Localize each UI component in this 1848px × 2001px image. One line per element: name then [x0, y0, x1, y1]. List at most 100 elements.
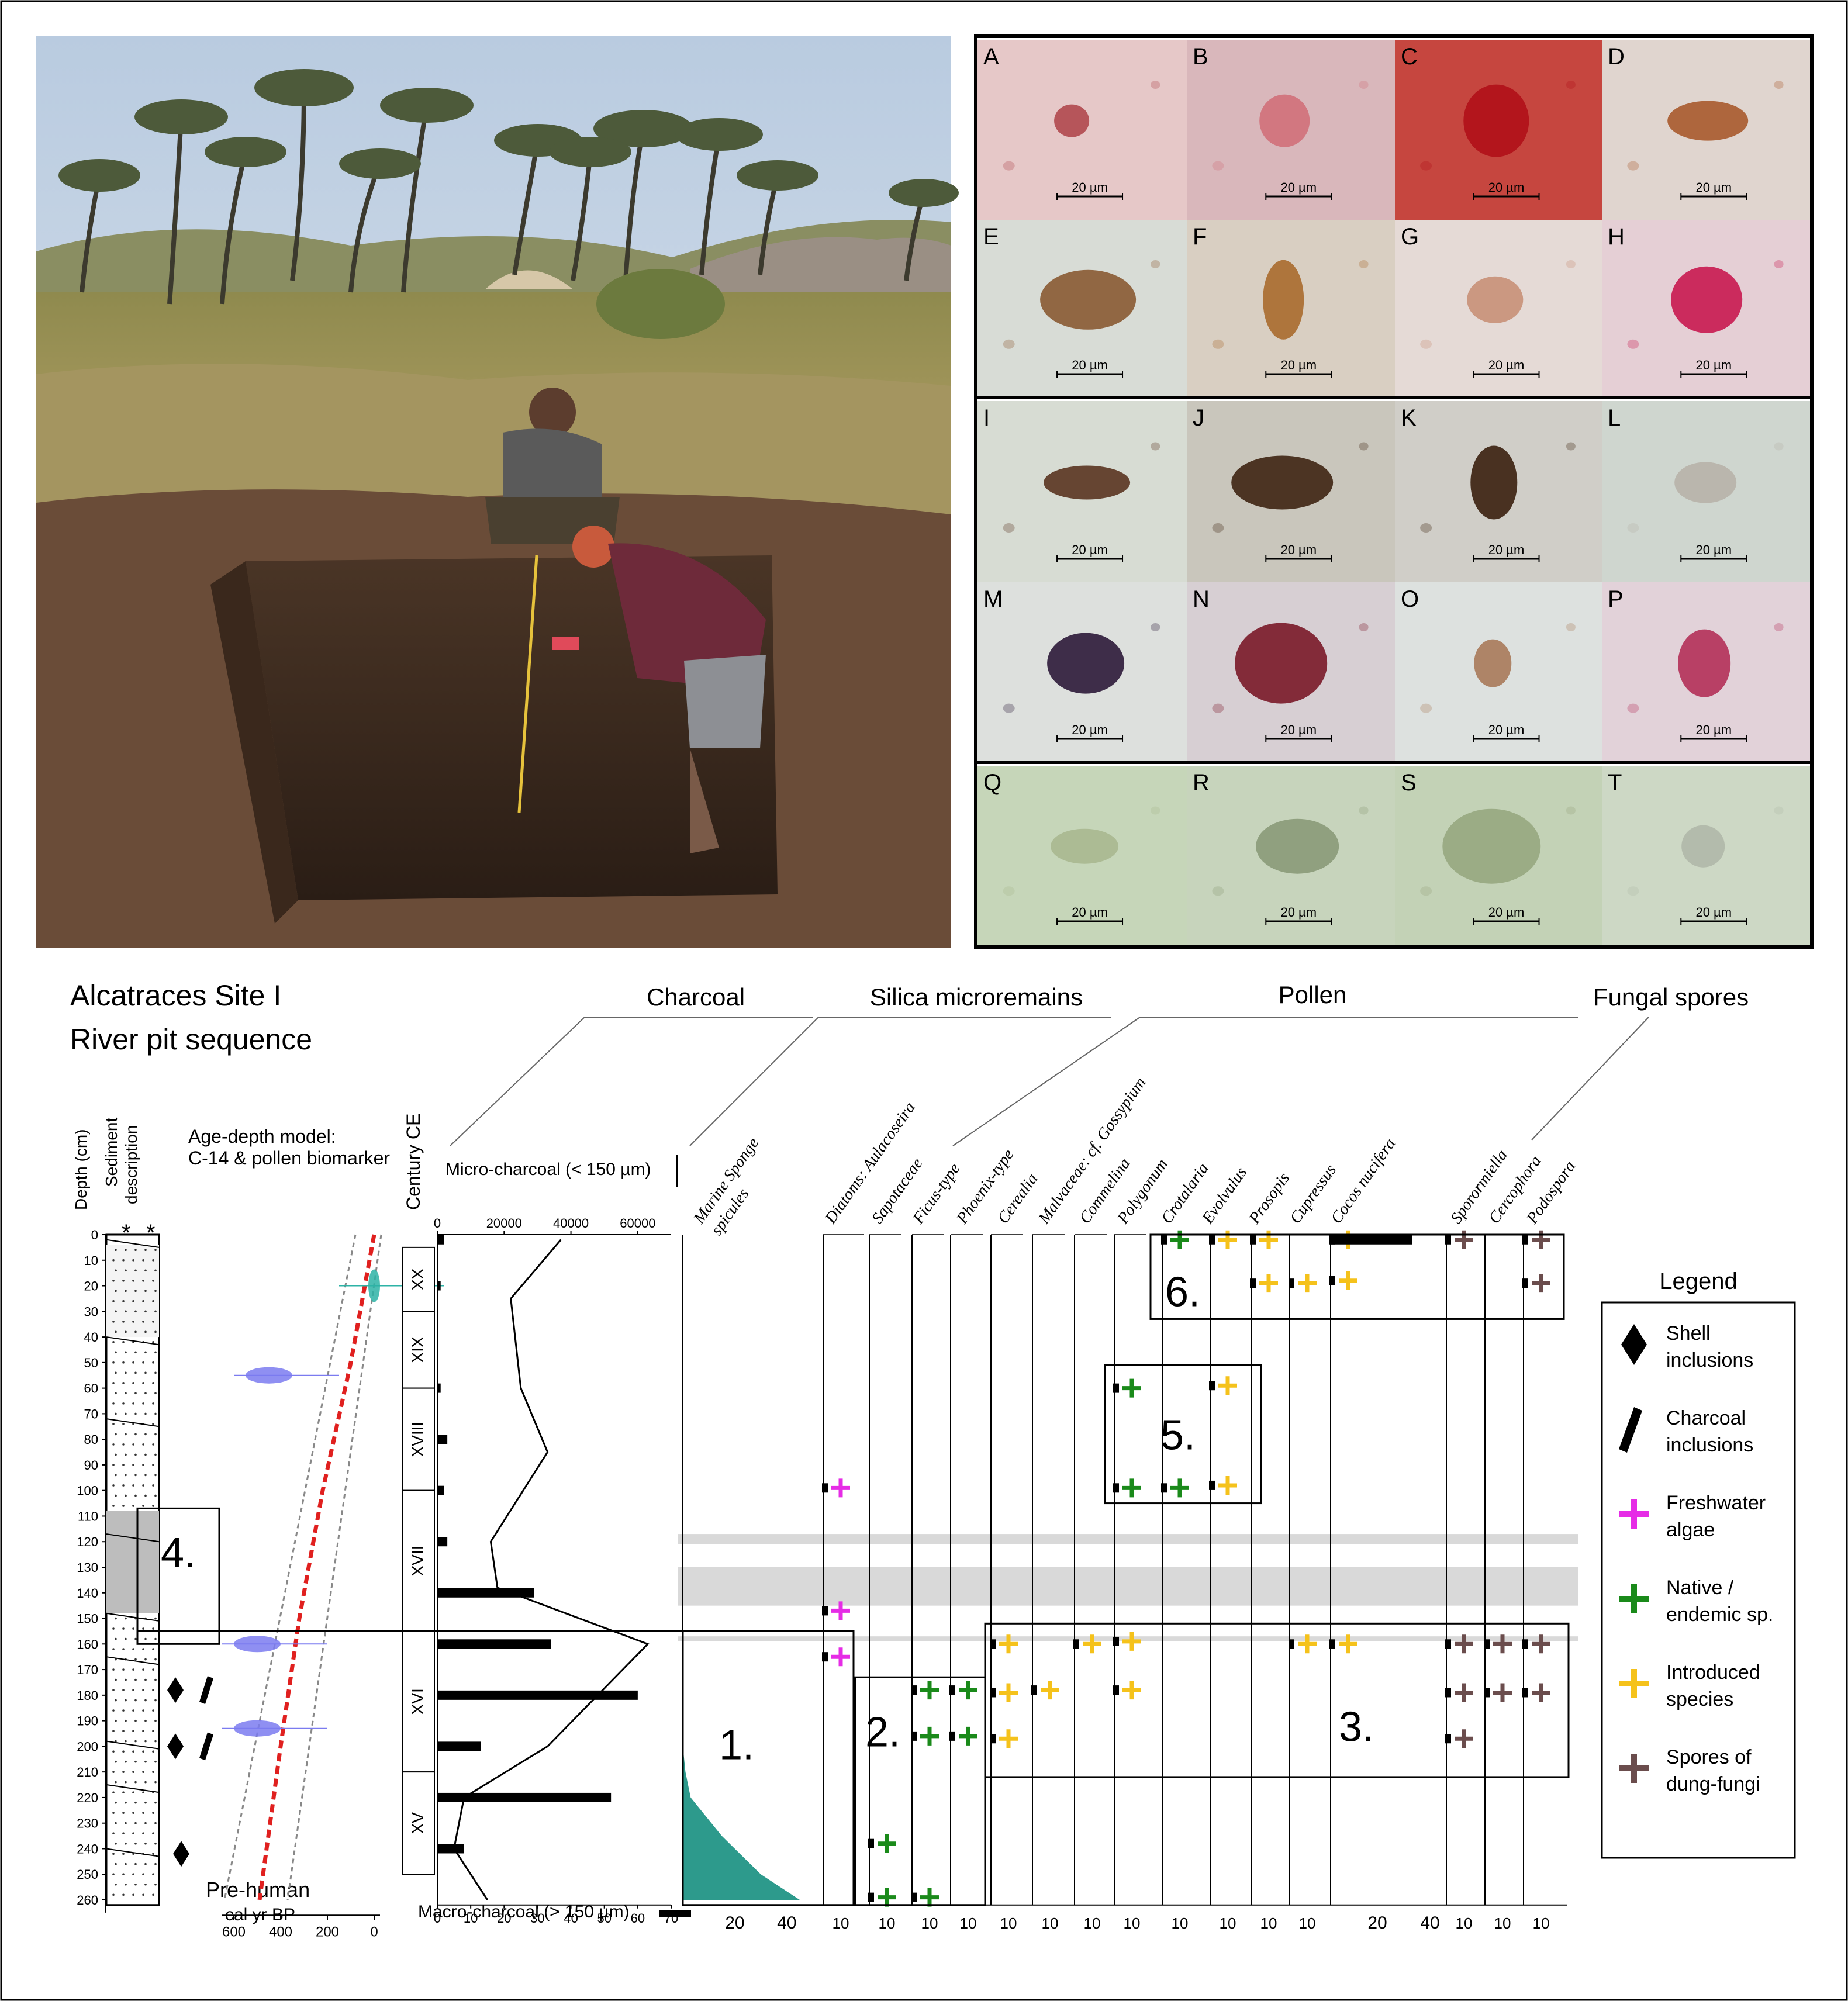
legend-label: endemic sp.	[1666, 1603, 1773, 1626]
sediment-dot	[122, 1873, 125, 1876]
depth-tick-label: 200	[77, 1739, 98, 1754]
micro-particle	[1003, 339, 1015, 349]
sediment-dot	[142, 1627, 144, 1630]
taxon-label: Cocos nucifera	[1327, 1135, 1399, 1227]
microcharcoal-tick-label: 0	[434, 1216, 441, 1231]
micro-particle	[1566, 442, 1576, 451]
scale-bar-label: 20 µm	[1280, 723, 1317, 737]
macrocharcoal-tick-label: 40	[564, 1911, 578, 1926]
sediment-dot	[152, 1832, 154, 1834]
sediment-dot	[115, 1781, 117, 1784]
sediment-dot	[152, 1873, 154, 1876]
plus-icon	[1170, 1230, 1189, 1249]
micro-object	[1474, 639, 1512, 687]
sediment-dot	[154, 1330, 157, 1333]
shell-icon	[173, 1841, 189, 1867]
micrograph-Q: Q20 µm	[977, 766, 1187, 945]
micro-particle	[1151, 260, 1160, 268]
century-label: Century CE	[403, 1114, 424, 1210]
macrocharcoal-tick-label: 0	[434, 1911, 441, 1926]
plus-icon	[920, 1888, 939, 1907]
depth-tick-label: 110	[78, 1509, 98, 1523]
inclusion-icons	[167, 1732, 213, 1761]
macrocharcoal-tick-label: 20	[497, 1911, 511, 1926]
sediment-dot	[144, 1433, 147, 1436]
presence-bar	[1073, 1639, 1079, 1649]
sediment-column: **	[105, 1220, 213, 1906]
scale-bar-label: 20 µm	[1488, 542, 1525, 557]
sediment-dot	[125, 1699, 127, 1702]
figure-title-line2: River pit sequence	[70, 1023, 312, 1056]
sediment-dot	[134, 1740, 137, 1743]
macrocharcoal-bar	[437, 1588, 534, 1598]
plus-icon	[959, 1726, 977, 1746]
micro-particle	[1359, 806, 1369, 815]
sediment-boundary	[106, 1612, 160, 1622]
depth-axis-label: Depth (cm)	[72, 1129, 90, 1210]
macrocharcoal-bar	[437, 1639, 551, 1649]
sediment-dot	[152, 1627, 154, 1630]
sediment-dot	[154, 1822, 157, 1824]
sediment-dot	[154, 1433, 157, 1436]
sediment-dot	[122, 1689, 125, 1691]
depth-tick-label: 230	[77, 1816, 98, 1831]
age-depth-median	[257, 1234, 376, 1900]
sediment-dot	[154, 1719, 157, 1722]
sediment-dot	[112, 1791, 115, 1793]
micro-object	[1671, 266, 1743, 333]
sediment-dot	[152, 1361, 154, 1364]
sediment-dot	[132, 1464, 134, 1466]
sediment-dot	[154, 1392, 157, 1395]
micrograph-B: B20 µm	[1187, 40, 1395, 220]
depth-tick-label: 10	[84, 1253, 98, 1268]
micro-particle	[1566, 623, 1576, 631]
presence-bar	[1209, 1381, 1215, 1391]
macrocharcoal-bar	[437, 1281, 441, 1291]
micrograph-label: Q	[983, 770, 1001, 796]
age-tick-label: 0	[370, 1924, 378, 1940]
plus-icon	[878, 1834, 896, 1853]
depth-tick-label: 260	[77, 1893, 98, 1907]
sediment-dot	[112, 1300, 115, 1302]
sediment-dot	[132, 1709, 134, 1712]
sediment-dot	[122, 1423, 125, 1425]
sediment-dot	[154, 1883, 157, 1886]
sediment-dot	[115, 1678, 117, 1681]
legend: LegendShellinclusionsCharcoalinclusionsF…	[1601, 1269, 1796, 1859]
sediment-dot	[132, 1321, 134, 1323]
micrograph-label: N	[1193, 586, 1210, 612]
micro-particle	[1359, 623, 1369, 631]
sediment-dot	[152, 1341, 154, 1343]
plus-icon	[1493, 1634, 1512, 1654]
macrocharcoal-tick-label: 50	[597, 1911, 611, 1926]
sediment-dot	[122, 1464, 125, 1466]
plus-icon	[1532, 1274, 1550, 1293]
cocos-bar	[1331, 1235, 1412, 1245]
sediment-dot	[122, 1791, 125, 1793]
zone-label: 3.	[1339, 1704, 1374, 1751]
sediment-dot	[122, 1321, 125, 1323]
micro-particle	[1420, 523, 1432, 533]
sediment-dot	[125, 1801, 127, 1804]
micro-particle	[1212, 339, 1224, 349]
presence-bar	[1522, 1278, 1528, 1288]
depth-tick-label: 90	[84, 1458, 98, 1473]
sediment-dot	[144, 1740, 147, 1743]
sediment-dot	[134, 1883, 137, 1886]
plus-icon	[920, 1726, 939, 1746]
sediment-dot	[115, 1249, 117, 1252]
taxon-tick-label: 10	[1299, 1914, 1316, 1932]
sediment-dot	[115, 1494, 117, 1497]
plus-icon	[1619, 1754, 1649, 1783]
century-cell	[402, 1246, 435, 1312]
presence-bar	[1161, 1483, 1167, 1493]
presence-bar	[990, 1734, 996, 1744]
sediment-dot	[132, 1771, 134, 1773]
plus-icon	[1041, 1681, 1059, 1700]
micrograph-label: I	[983, 405, 990, 431]
presence-bar	[990, 1688, 996, 1698]
sediment-dot	[115, 1392, 117, 1395]
depth-tick-label: 80	[84, 1432, 98, 1447]
micro-object	[1681, 825, 1725, 868]
